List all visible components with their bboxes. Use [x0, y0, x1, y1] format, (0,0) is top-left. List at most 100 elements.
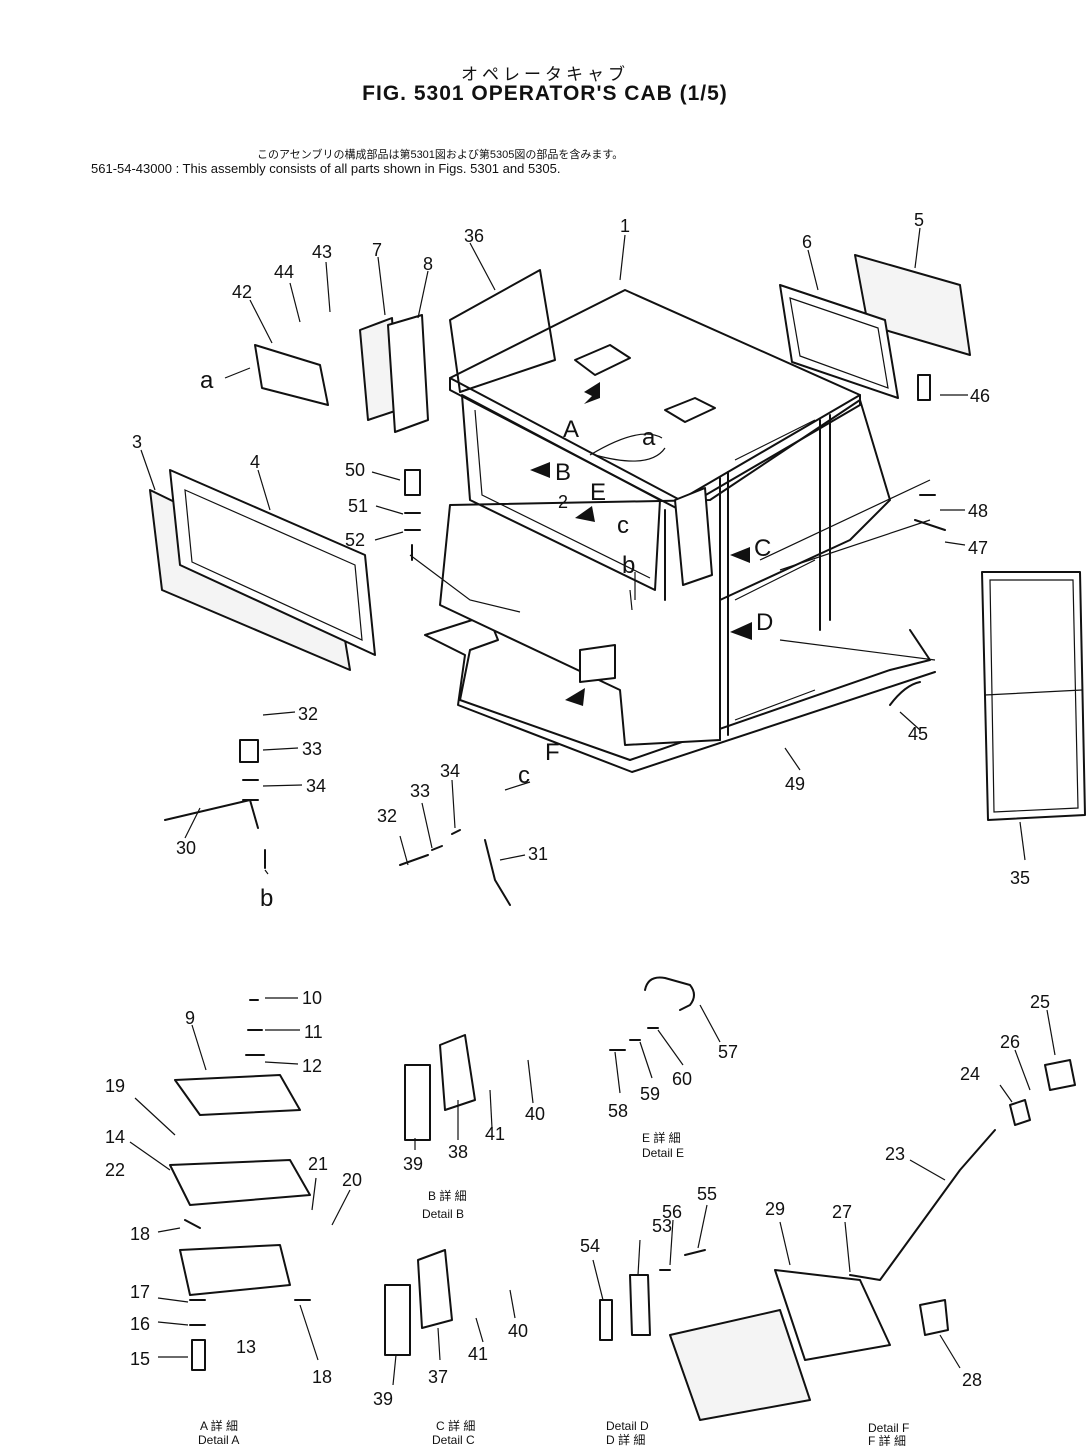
roof-hatch: [574, 344, 631, 376]
detail-c-bracket: [384, 1249, 453, 1356]
detail-caption-jp: D 詳 細: [606, 1432, 645, 1446]
part-number: 39: [403, 1154, 423, 1174]
part-number: 26: [1000, 1032, 1020, 1052]
detail-caption-jp: E 詳 細: [642, 1130, 681, 1145]
cab-side-opening: [461, 394, 661, 591]
part-number: 12: [302, 1056, 322, 1076]
part-number: 34: [440, 761, 460, 781]
detail-f-lamp-frame: [774, 1269, 891, 1361]
rear-glass: [854, 254, 971, 356]
view-letters: A B C D E F a a b b c c: [200, 367, 773, 912]
part-number: 31: [528, 844, 548, 864]
part-labels: 1 2 3 4 5 6 7 8 9 10 11 12 13 14 15 16 1…: [105, 210, 1050, 1409]
detail-caption: Detail A: [198, 1433, 239, 1446]
figure-title: FIG. 5301 OPERATOR'S CAB (1/5): [362, 82, 728, 105]
part-number: 40: [525, 1104, 545, 1124]
part-number: 29: [765, 1199, 785, 1219]
part-number: 22: [105, 1160, 125, 1180]
part-number: 38: [448, 1142, 468, 1162]
part-number: 49: [785, 774, 805, 794]
part-number: 51: [348, 496, 368, 516]
part-number: 7: [372, 240, 382, 260]
title-japanese: オペレータキャブ: [461, 65, 629, 84]
part-number: 41: [468, 1344, 488, 1364]
view-letter: c: [617, 512, 629, 539]
door-seal: [981, 571, 1086, 821]
small-glass-frame: [387, 314, 429, 433]
detail-a-hatch: [169, 999, 311, 1371]
detail-f-bracket: [919, 1299, 949, 1336]
view-letter: E: [590, 479, 606, 506]
roof-vent: [664, 397, 716, 423]
view-letter: b: [260, 885, 273, 912]
assembly-note: 561-54-43000 : This assembly consists of…: [91, 161, 561, 176]
grab-bar-31: [484, 839, 511, 906]
detail-caption: Detail F: [868, 1421, 909, 1435]
detail-caption: Detail E: [642, 1146, 684, 1160]
part-number: 18: [130, 1224, 150, 1244]
part-number: 32: [298, 704, 318, 724]
part-number: 42: [232, 282, 252, 302]
cab-vent: [579, 644, 616, 683]
part-number: 46: [970, 386, 990, 406]
part-number: 19: [105, 1076, 125, 1096]
part-number: 41: [485, 1124, 505, 1144]
part-number: 44: [274, 262, 294, 282]
part-number: 30: [176, 838, 196, 858]
part-number: 57: [718, 1042, 738, 1062]
part-number: 32: [377, 806, 397, 826]
clip: [889, 681, 921, 706]
part-number: 59: [640, 1084, 660, 1104]
part-number: 15: [130, 1349, 150, 1369]
view-letter: a: [200, 367, 214, 394]
part-number: 24: [960, 1064, 980, 1084]
detail-caption: Detail C: [432, 1433, 475, 1446]
detail-b-bracket: [404, 1034, 476, 1141]
part-number: 3: [132, 432, 142, 452]
detail-f-lamp-cover: [669, 1309, 811, 1421]
detail-e-handle: [644, 976, 695, 1011]
detail-caption: Detail D: [606, 1419, 649, 1433]
window-seal: [449, 269, 556, 393]
side-glass-frame: [169, 469, 376, 656]
detail-caption-jp: C 詳 細: [436, 1418, 475, 1433]
part-number: 14: [105, 1127, 125, 1147]
view-letter: B: [555, 459, 571, 486]
cab-side-small-window: [674, 487, 713, 586]
part-number: 58: [608, 1101, 628, 1121]
part-number: 27: [832, 1202, 852, 1222]
part-number: 11: [304, 1022, 323, 1042]
part-number: 55: [697, 1184, 717, 1204]
part-number: 4: [250, 452, 260, 472]
part-number: 35: [1010, 868, 1030, 888]
part-number: 60: [672, 1069, 692, 1089]
part-number: 20: [342, 1170, 362, 1190]
part-number: 8: [423, 254, 433, 274]
part-number: 48: [968, 501, 988, 521]
detail-caption-jp: B 詳 細: [428, 1188, 467, 1203]
grab-bar-30: [164, 799, 259, 829]
view-letter: C: [754, 535, 771, 562]
part-number: 6: [802, 232, 812, 252]
detail-caption-jp: F 詳 細: [868, 1433, 906, 1446]
part-number: 5: [914, 210, 924, 230]
rear-glass-frame: [779, 284, 899, 399]
part-number: 23: [885, 1144, 905, 1164]
part-number: 43: [312, 242, 332, 262]
view-letter: c: [518, 762, 530, 789]
part-number: 40: [508, 1321, 528, 1341]
part-number: 39: [373, 1389, 393, 1409]
part-number: 52: [345, 530, 365, 550]
sun-visor: [254, 344, 329, 406]
part-number: 36: [464, 226, 484, 246]
side-glass-assembly: [149, 469, 376, 671]
part-number: 34: [306, 776, 326, 796]
part-number: 45: [908, 724, 928, 744]
detail-f-tube: [849, 1129, 996, 1281]
part-number: 50: [345, 460, 365, 480]
assembly-note-japanese: このアセンブリの構成部品は第5301図および第5305図の部品を含みます。: [257, 149, 624, 161]
part-number: 1: [620, 216, 630, 236]
part-number: 9: [185, 1008, 195, 1028]
part-number: 16: [130, 1314, 150, 1334]
